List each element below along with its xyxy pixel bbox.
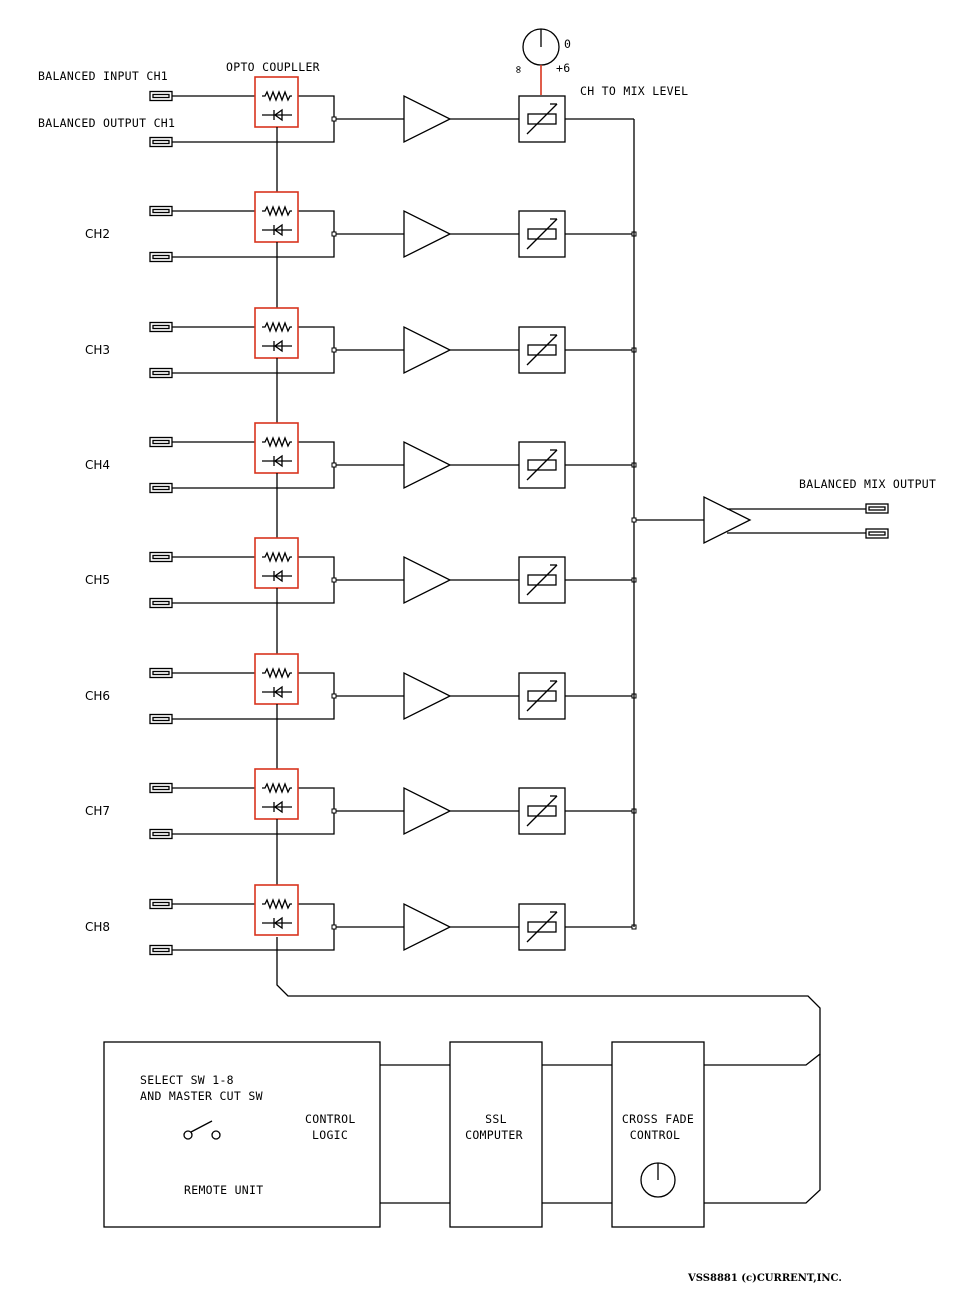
- balanced-input-ch1-label: BALANCED INPUT CH1: [38, 69, 168, 83]
- channel-label-4: CH4: [85, 458, 110, 472]
- ch5-opto-coupler: [254, 537, 299, 589]
- remote-unit-title: REMOTE UNIT: [184, 1183, 263, 1197]
- control-logic-line2: LOGIC: [312, 1128, 348, 1142]
- mix-output-connector-1[interactable]: [865, 503, 889, 514]
- ch7-input-connector[interactable]: [149, 782, 173, 794]
- ssl-computer-block: SSL COMPUTER: [449, 1041, 543, 1228]
- knob-inf-label: ∞: [511, 66, 525, 73]
- ch6-output-connector[interactable]: [149, 713, 173, 725]
- mix-output-connector-2[interactable]: [865, 528, 889, 539]
- channel-strip-6: CH6: [85, 653, 637, 769]
- channel-strip-5: CH5: [85, 537, 637, 654]
- ch3-opto-coupler: [254, 307, 299, 359]
- ch3-vca: [518, 326, 566, 374]
- ch1-input-connector[interactable]: [149, 90, 173, 102]
- select-switch-icon[interactable]: [183, 1120, 221, 1140]
- ch4-vca: [518, 441, 566, 489]
- ch8-opto-coupler: [254, 884, 299, 936]
- ch3-input-connector[interactable]: [149, 321, 173, 333]
- ch5-vca: [518, 556, 566, 604]
- mix-node: [631, 517, 637, 523]
- crossfade-line2: CONTROL: [630, 1128, 681, 1142]
- ch1-vca: [518, 95, 566, 143]
- ch6-vca: [518, 672, 566, 720]
- control-bus-bottom: [704, 1054, 821, 1204]
- ch1-junction: [331, 116, 337, 122]
- ch4-output-connector[interactable]: [149, 482, 173, 494]
- ch6-junction: [331, 693, 337, 699]
- ch6-opto-coupler: [254, 653, 299, 705]
- ch1-output-connector[interactable]: [149, 136, 173, 148]
- ssl-line1: SSL: [485, 1112, 507, 1126]
- ch5-amplifier: [403, 555, 452, 605]
- control-logic-line1: CONTROL: [305, 1112, 356, 1126]
- ch7-opto-coupler: [254, 768, 299, 820]
- ch7-amplifier: [403, 786, 452, 836]
- ch-to-mix-level-label: CH TO MIX LEVEL: [580, 84, 688, 98]
- ch2-input-connector[interactable]: [149, 205, 173, 217]
- ch4-junction: [331, 462, 337, 468]
- ch8-input-connector[interactable]: [149, 898, 173, 910]
- ch6-input-connector[interactable]: [149, 667, 173, 679]
- knob-plus6-label: +6: [556, 61, 570, 75]
- channel-strip-1: [172, 76, 634, 192]
- control-bus-top: [276, 937, 821, 1066]
- ch2-amplifier: [403, 209, 452, 259]
- channel-label-2: CH2: [85, 227, 110, 241]
- ch5-junction: [331, 577, 337, 583]
- master-level-knob[interactable]: 0 +6 ∞: [511, 28, 571, 95]
- ch7-junction: [331, 808, 337, 814]
- ch2-junction: [331, 231, 337, 237]
- cross-fade-knob[interactable]: [640, 1162, 676, 1198]
- ch8-amplifier: [403, 902, 452, 952]
- crossfade-line1: CROSS FADE: [622, 1112, 694, 1126]
- ch2-vca: [518, 210, 566, 258]
- ch7-output-connector[interactable]: [149, 828, 173, 840]
- ch3-amplifier: [403, 325, 452, 375]
- balanced-mix-output-label: BALANCED MIX OUTPUT: [799, 477, 936, 491]
- ch4-amplifier: [403, 440, 452, 490]
- ch3-junction: [331, 347, 337, 353]
- ch8-vca: [518, 903, 566, 951]
- channel-strip-7: CH7: [85, 768, 637, 885]
- opto-coupler-label: OPTO COUPLLER: [226, 60, 320, 74]
- footer-credit: VSS8881 (c)CURRENT,INC.: [687, 1273, 842, 1284]
- channel-label-3: CH3: [85, 343, 110, 357]
- channel-strip-8: CH8: [85, 884, 637, 952]
- ch8-output-connector[interactable]: [149, 944, 173, 956]
- ch1-amplifier: [403, 94, 452, 144]
- remote-master-cut-text: AND MASTER CUT SW: [140, 1089, 263, 1103]
- channel-label-5: CH5: [85, 573, 110, 587]
- ch5-input-connector[interactable]: [149, 551, 173, 563]
- ch2-opto-coupler: [254, 191, 299, 243]
- ch7-vca: [518, 787, 566, 835]
- remote-select-text: SELECT SW 1-8: [140, 1073, 234, 1087]
- ch2-output-connector[interactable]: [149, 251, 173, 263]
- cross-fade-block: CROSS FADE CONTROL: [611, 1041, 705, 1228]
- channel-label-8: CH8: [85, 920, 110, 934]
- channel-label-6: CH6: [85, 689, 110, 703]
- remote-unit-block: SELECT SW 1-8 AND MASTER CUT SW CONTROL …: [103, 1041, 381, 1228]
- ch8-junction: [331, 924, 337, 930]
- mix-output-amplifier: [703, 495, 866, 545]
- ch4-opto-coupler: [254, 422, 299, 474]
- ch5-output-connector[interactable]: [149, 597, 173, 609]
- channel-strip-4: CH4: [85, 422, 637, 538]
- ch4-input-connector[interactable]: [149, 436, 173, 448]
- ch1-opto-coupler: [254, 76, 299, 128]
- ssl-line2: COMPUTER: [465, 1128, 523, 1142]
- knob-zero-label: 0: [564, 37, 571, 51]
- channel-label-7: CH7: [85, 804, 110, 818]
- balanced-output-ch1-label: BALANCED OUTPUT CH1: [38, 116, 175, 130]
- ch6-amplifier: [403, 671, 452, 721]
- ch3-output-connector[interactable]: [149, 367, 173, 379]
- channel-strip-3: CH3: [85, 307, 637, 423]
